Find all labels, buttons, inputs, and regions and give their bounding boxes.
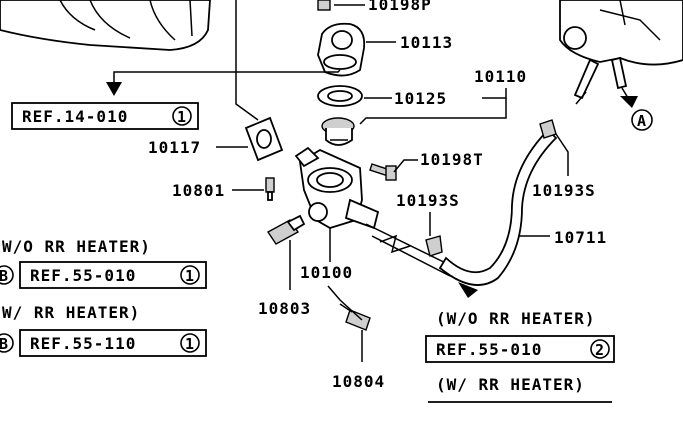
ref-55-110-label: REF.55-110 <box>30 334 136 353</box>
label-10113: 10113 <box>400 33 453 52</box>
note-w-rr-heater-left: W/ RR HEATER) <box>2 303 140 322</box>
ref-box-55-010-right[interactable]: REF.55-010 2 <box>425 335 615 363</box>
ref-55-110-num: 1 <box>185 335 195 353</box>
label-10801: 10801 <box>172 181 225 200</box>
marker-b-icon: B <box>0 267 9 285</box>
hose-10711 <box>438 128 558 286</box>
label-10804: 10804 <box>332 372 385 391</box>
ref-55-010-left-num: 1 <box>185 267 195 285</box>
label-10110: 10110 <box>474 67 527 86</box>
label-10193S-right: 10193S <box>532 181 596 200</box>
note-wo-rr-heater-left: W/O RR HEATER) <box>2 237 151 256</box>
arrow-icon <box>458 282 478 298</box>
svg-text:A: A <box>637 112 647 130</box>
label-10125: 10125 <box>394 89 447 108</box>
thermostat-case-10100 <box>294 146 380 230</box>
marker-a-icon: A <box>631 109 653 131</box>
engine-head-drawing <box>559 0 683 100</box>
thermostat-cap-10113 <box>317 22 366 77</box>
bolt-10198T <box>369 163 397 181</box>
label-10198P: 10198P <box>368 0 432 14</box>
ref-box-55-110[interactable]: B REF.55-110 1 <box>0 329 207 357</box>
note-w-rr-heater-right: (W/ RR HEATER) <box>436 375 585 394</box>
label-10100: 10100 <box>300 263 353 282</box>
thermostat-valve <box>321 117 355 146</box>
marker-b-icon-2: B <box>0 335 9 353</box>
label-10198T: 10198T <box>420 150 484 169</box>
gasket-10125 <box>317 85 363 107</box>
sensor-10804 <box>339 303 371 331</box>
engine-block-drawing <box>0 0 211 51</box>
label-10803: 10803 <box>258 299 311 318</box>
ref-14-010-label: REF.14-010 <box>22 107 128 126</box>
ref-14-010-num: 1 <box>177 108 187 126</box>
bolt-10198P <box>317 0 331 11</box>
sensor-10801 <box>265 177 275 201</box>
sensor-10803 <box>266 214 306 245</box>
arrow-down-icon-a <box>620 96 638 108</box>
ref-55-010-left-label: REF.55-010 <box>30 266 136 285</box>
ref-box-14-010[interactable]: REF.14-010 1 <box>11 102 199 130</box>
gasket-10117 <box>244 116 284 162</box>
ref-55-010-right-label: REF.55-010 <box>436 340 542 359</box>
ref-55-010-right-num: 2 <box>595 341 605 359</box>
label-10117: 10117 <box>148 138 201 157</box>
label-10711: 10711 <box>554 228 607 247</box>
note-wo-rr-heater-right: (W/O RR HEATER) <box>436 309 596 328</box>
ref-box-55-010-left[interactable]: B REF.55-010 1 <box>0 261 207 289</box>
clamp-10193S-left <box>425 235 443 257</box>
arrow-down-icon <box>106 82 122 96</box>
label-10193S-left: 10193S <box>396 191 460 210</box>
